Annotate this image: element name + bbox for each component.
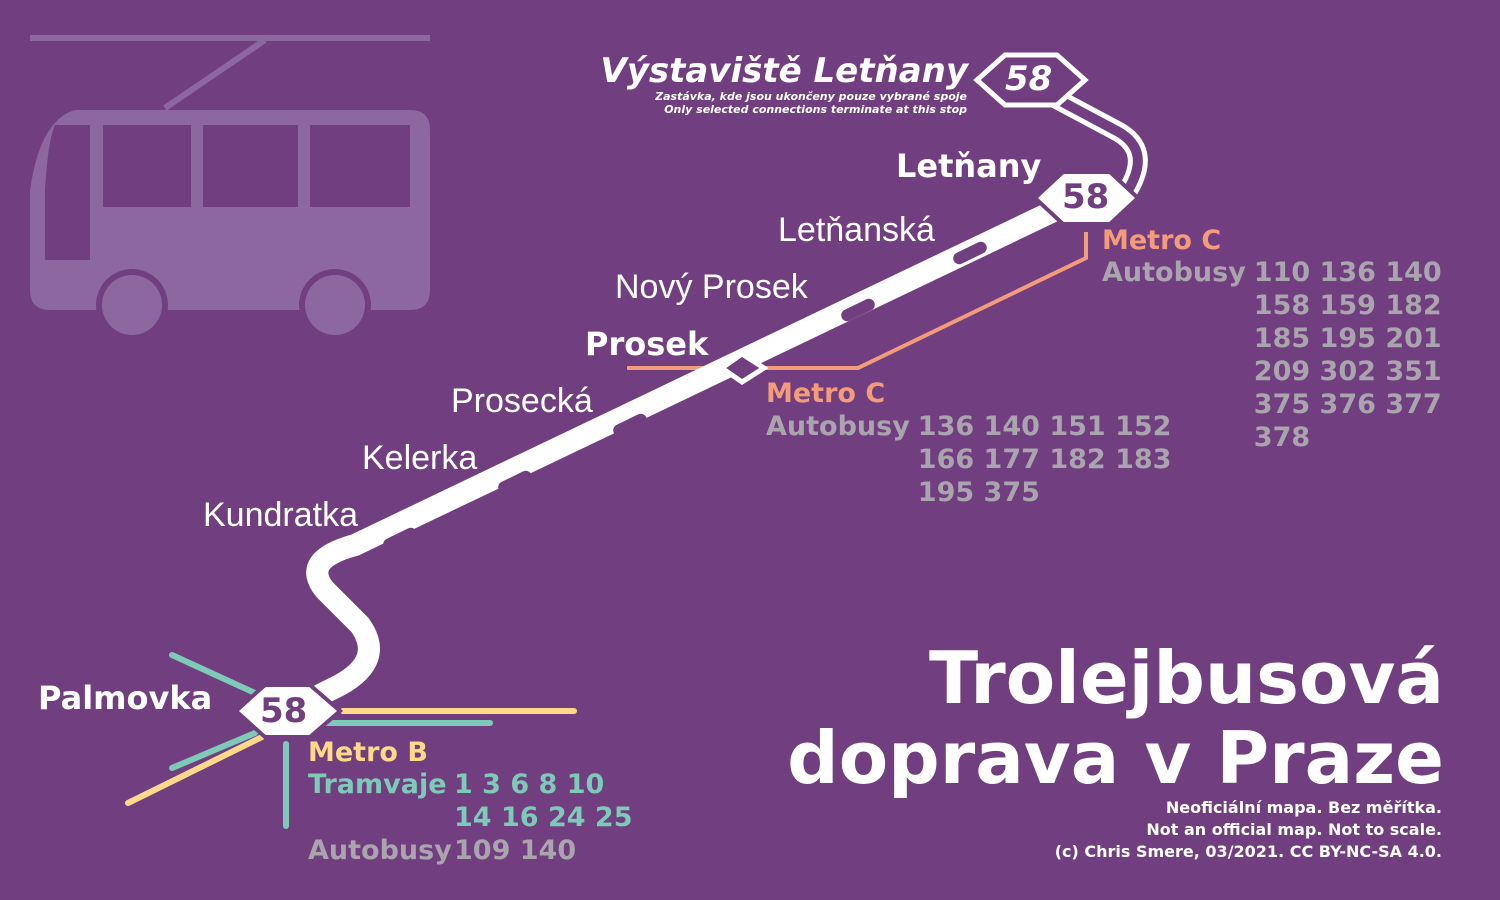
title-line-2: doprava v Praze — [787, 716, 1444, 800]
trolleybus-icon — [30, 35, 430, 341]
bus-lines-row: 185 195 201 — [1253, 323, 1442, 354]
letnany-line-number: 58 — [1062, 177, 1110, 217]
bus-lines-row: 110 136 140 — [1253, 257, 1442, 288]
stop-prosecka: Prosecká — [451, 382, 593, 420]
palmovka-line-number: 58 — [260, 691, 308, 731]
palmovka-transfer-lines — [125, 652, 577, 829]
stop-novy-prosek: Nový Prosek — [615, 268, 808, 306]
stop-palmovka: Palmovka — [38, 679, 213, 717]
letnany-diamond — [1032, 170, 1141, 226]
palmovka-metro: Metro B — [308, 737, 428, 768]
bus-lines-row: 166 177 182 183 — [917, 444, 1172, 475]
disclaimer-cz: Neoficiální mapa. Bez měřítka. — [1165, 798, 1442, 817]
disclaimer-en: Not an official map. Not to scale. — [1146, 820, 1442, 839]
bus-label: Autobusy — [766, 411, 910, 442]
prosek-metro: Metro C — [766, 378, 886, 409]
copyright: (c) Chris Smere, 03/2021. CC BY-NC-SA 4.… — [1054, 842, 1442, 861]
bus-label: Autobusy — [1102, 257, 1246, 288]
stop-kelerka: Kelerka — [362, 439, 478, 477]
tram-lines-row: 14 16 24 25 — [454, 802, 633, 833]
bus-lines-row: 378 — [1253, 422, 1311, 453]
stop-letnany: Letňany — [896, 147, 1042, 185]
terminal-note-en: Only selected connections terminate at t… — [664, 103, 967, 116]
bus-lines-row: 158 159 182 — [1253, 290, 1442, 321]
palmovka-tram: Tramvaje 1 3 6 8 10 14 16 24 25 — [308, 768, 633, 834]
letnany-bus: Autobusy 110 136 140 158 159 182 185 195… — [1102, 256, 1442, 454]
stop-kundratka: Kundratka — [203, 496, 358, 534]
palmovka-bus: Autobusy109 140 — [308, 834, 576, 867]
bus-lines-row: 136 140 151 152 — [917, 411, 1172, 442]
terminal-line-number: 58 — [1005, 59, 1053, 99]
tram-lines-row: 1 3 6 8 10 — [454, 769, 605, 800]
bus-lines-row: 375 376 377 — [1253, 389, 1442, 420]
letnany-metro: Metro C — [1102, 225, 1222, 256]
bus-lines-row: 109 140 — [454, 835, 577, 866]
prosek-bus: Autobusy 136 140 151 152 166 177 182 183… — [766, 410, 1171, 509]
palmovka-diamond — [233, 683, 344, 739]
prosek-stop-diamond — [717, 350, 769, 386]
terminal-name: Výstaviště Letňany — [600, 51, 968, 91]
terminal-diamond — [973, 52, 1089, 108]
stop-prosek: Prosek — [585, 325, 709, 363]
stop-letnanska: Letňanská — [778, 211, 935, 249]
route-58-line — [279, 185, 1096, 721]
title-line-1: Trolejbusová — [928, 636, 1444, 720]
bus-lines-row: 209 302 351 — [1253, 356, 1442, 387]
bus-label: Autobusy — [308, 835, 452, 866]
tram-label: Tramvaje — [308, 769, 447, 800]
stop-markers — [383, 241, 987, 551]
terminal-note-cz: Zastávka, kde jsou ukončeny pouze vybran… — [655, 90, 967, 103]
bus-lines-row: 195 375 — [917, 477, 1040, 508]
